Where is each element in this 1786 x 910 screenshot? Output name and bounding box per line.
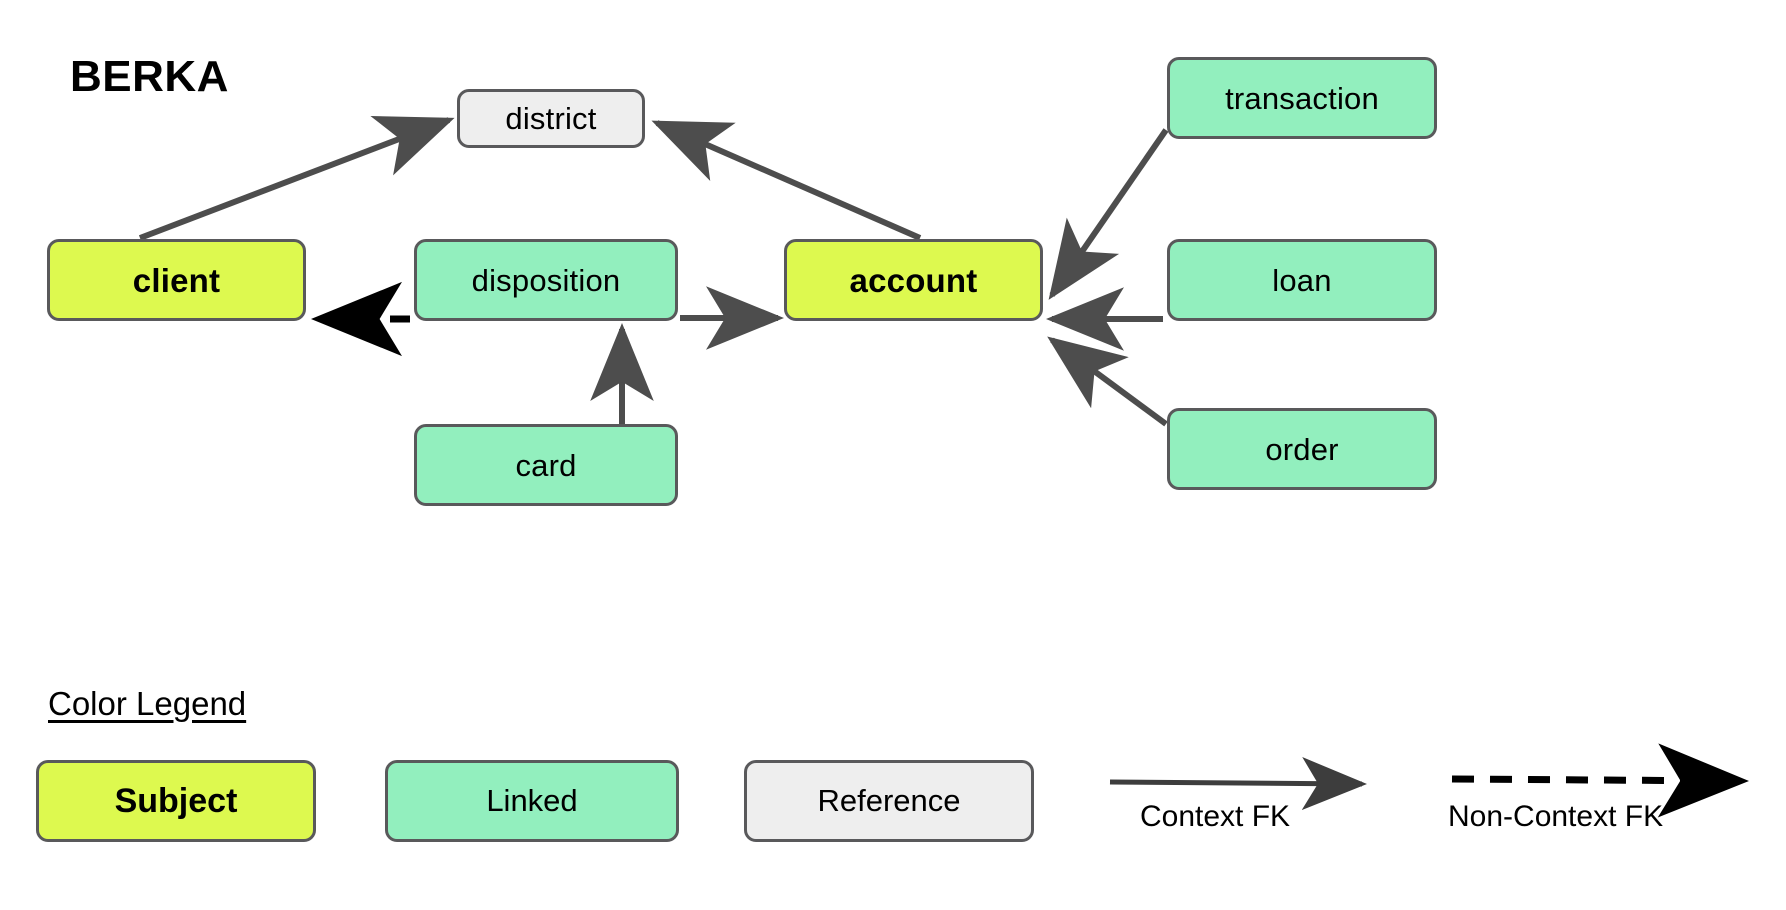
node-label-account: account: [849, 261, 978, 299]
node-order[interactable]: order: [1167, 408, 1437, 490]
edge-client-district: [138, 115, 455, 241]
node-label-client: client: [132, 261, 221, 299]
legend-heading: Color Legend: [48, 685, 247, 722]
node-district[interactable]: district: [457, 89, 645, 148]
node-label-disposition: disposition: [471, 262, 621, 298]
legend-swatch-reference[interactable]: Reference: [744, 760, 1034, 842]
node-client[interactable]: client: [47, 239, 306, 321]
legend-swatch-subject[interactable]: Subject: [36, 760, 316, 842]
legend-non-context-fk-arrow: [1451, 743, 1749, 818]
node-label-transaction: transaction: [1225, 80, 1379, 116]
edge-order-account: [1047, 336, 1168, 427]
node-label-district: district: [505, 101, 597, 136]
node-label-order: order: [1265, 431, 1339, 467]
legend-swatch-label-subject: Subject: [114, 781, 238, 820]
node-transaction[interactable]: transaction: [1167, 57, 1437, 139]
legend-swatch-label-linked: Linked: [486, 783, 578, 818]
page-title: BERKA: [70, 52, 229, 101]
node-card[interactable]: card: [414, 424, 678, 506]
legend-context-fk-arrow: [1109, 757, 1367, 811]
node-loan[interactable]: loan: [1167, 239, 1437, 321]
legend-swatch-label-reference: Reference: [817, 783, 961, 818]
edge-transaction-account: [1048, 128, 1169, 300]
node-account[interactable]: account: [784, 239, 1043, 321]
legend-label-non-context-fk: Non-Context FK: [1448, 800, 1664, 833]
node-label-loan: loan: [1272, 262, 1332, 298]
legend-swatch-linked[interactable]: Linked: [385, 760, 679, 842]
legend-label-context-fk: Context FK: [1140, 800, 1291, 833]
node-label-card: card: [515, 447, 577, 483]
edge-account-district: [651, 120, 922, 241]
node-disposition[interactable]: disposition: [414, 239, 678, 321]
